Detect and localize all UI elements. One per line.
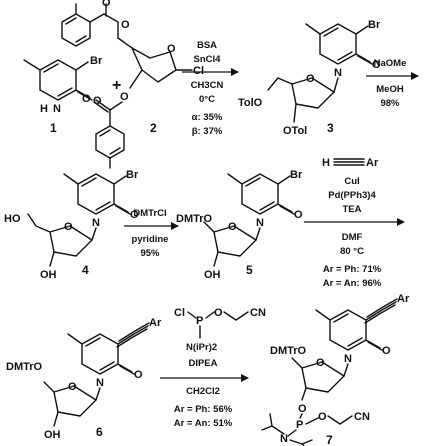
c6-ring-o: O bbox=[68, 381, 77, 393]
ring-oxygen-label: O bbox=[167, 43, 176, 55]
step5-condition-2: Ar = Ph: 56% bbox=[174, 404, 233, 415]
compound-4-label: 4 bbox=[82, 263, 89, 277]
step-4: H Ar CuI Pd(PPh3)4 TEA DMF 80 °C Ar = Ph… bbox=[304, 157, 405, 289]
step5-cl: Cl bbox=[174, 307, 185, 319]
step1-condition-3: α: 35% bbox=[192, 112, 223, 123]
c7-po-oxygen: O bbox=[318, 411, 327, 423]
c6-dmtro-label: DMTrO bbox=[6, 361, 43, 373]
step4-reagent-2: Pd(PPh3)4 bbox=[328, 190, 376, 201]
c5-bromine: Br bbox=[290, 169, 303, 181]
c4-ho-label: HO bbox=[4, 213, 21, 225]
step3-condition-1: pyridine bbox=[132, 234, 169, 245]
c7-dmtro-label: DMTrO bbox=[270, 345, 307, 357]
step4-condition-4: Ar = An: 96% bbox=[323, 278, 382, 289]
compound-6-label: 6 bbox=[96, 425, 103, 439]
c6-oh-label: OH bbox=[44, 429, 61, 441]
step1-condition-1: CH3CN bbox=[191, 80, 224, 91]
step5-o: O bbox=[214, 307, 223, 319]
compound-3-label: 3 bbox=[327, 121, 334, 135]
step1-reagent-1: BSA bbox=[197, 40, 217, 51]
nh-nitrogen-label: N bbox=[53, 103, 61, 115]
c7-phosphorus: P bbox=[296, 419, 303, 431]
c6-nitrogen: N bbox=[96, 377, 104, 389]
c5-oh-label: OH bbox=[204, 269, 221, 281]
ester-o-label-top: O bbox=[102, 0, 111, 9]
step1-condition-2: 0°C bbox=[199, 94, 215, 105]
nh-hydrogen-label: H bbox=[40, 103, 48, 115]
c4-carbonyl-o: O bbox=[130, 209, 139, 221]
step1-condition-4: β: 37% bbox=[192, 126, 223, 137]
compound-7-structure: Ar O N O DMTrO O P O CN N 7 bbox=[261, 293, 410, 446]
c6-carbonyl-o: O bbox=[134, 369, 143, 381]
step5-p: P bbox=[196, 315, 203, 327]
step4-condition-2: 80 °C bbox=[340, 246, 364, 257]
step2-condition-1: MeOH bbox=[376, 84, 404, 95]
c6-ar-label: Ar bbox=[149, 317, 162, 329]
step-2: NaOMe MeOH 98% bbox=[366, 58, 419, 109]
c3-tolo-label: TolO bbox=[238, 97, 263, 109]
c5-ring-o: O bbox=[228, 221, 237, 233]
compound-7-label: 7 bbox=[326, 433, 333, 446]
c4-bromine: Br bbox=[126, 169, 139, 181]
c3-otol-label: OTol bbox=[283, 125, 307, 137]
c7-ring-o: O bbox=[316, 357, 325, 369]
c3-ring-o: O bbox=[306, 73, 315, 85]
step5-condition-1: CH2Cl2 bbox=[186, 386, 220, 397]
c5-dmtro-label: DMTrO bbox=[176, 213, 213, 225]
step-5: Cl P O CN N(iPr)2 DIPEA CH2Cl2 Ar = Ph: … bbox=[160, 307, 266, 429]
c3-carbonyl-o: O bbox=[372, 59, 381, 71]
step3-condition-2: 95% bbox=[140, 248, 160, 259]
compound-3-structure: Br O N O TolO OTol 3 bbox=[238, 19, 381, 137]
ester-o-label-bottom: O bbox=[82, 93, 91, 105]
step-3: DMTrCl pyridine 95% bbox=[124, 208, 179, 259]
c5-carbonyl-o: O bbox=[294, 209, 303, 221]
c4-ring-o: O bbox=[64, 221, 73, 233]
ester-link-o-top: O bbox=[121, 19, 130, 31]
c7-ar-label: Ar bbox=[397, 293, 410, 305]
plus-sign: + bbox=[112, 77, 121, 94]
step2-condition-2: 98% bbox=[380, 98, 400, 109]
step5-amine: N(iPr)2 bbox=[186, 342, 217, 353]
c4-nitrogen: N bbox=[92, 217, 100, 229]
compound-6-structure: Ar O N O DMTrO OH 6 bbox=[6, 317, 162, 441]
step4-condition-3: Ar = Ph: 71% bbox=[323, 264, 382, 275]
step4-alkyne-ar: Ar bbox=[366, 157, 379, 169]
compound-1-structure: Br O N H 1 bbox=[23, 55, 103, 135]
c7-cn: CN bbox=[354, 411, 370, 423]
step2-reagent: NaOMe bbox=[374, 58, 407, 69]
compound-2-structure: O O O Cl O O 2 bbox=[61, 0, 204, 169]
step4-reagent-3: TEA bbox=[343, 204, 362, 215]
c3-nitrogen: N bbox=[334, 67, 342, 79]
c7-3o: O bbox=[298, 403, 307, 415]
step1-reagent-2: SnCl4 bbox=[194, 54, 222, 65]
c7-amine-n: N bbox=[280, 433, 288, 445]
chloride-label: Cl bbox=[193, 65, 204, 77]
c3-bromine: Br bbox=[368, 19, 381, 31]
bromine-label: Br bbox=[90, 55, 103, 67]
step4-reagent-1: CuI bbox=[344, 176, 359, 187]
compound-5-label: 5 bbox=[246, 263, 253, 277]
c4-oh-label: OH bbox=[40, 269, 57, 281]
ester-link-o-bottom: O bbox=[120, 91, 129, 103]
step3-reagent: DMTrCl bbox=[133, 208, 166, 219]
compound-5-structure: Br O N O DMTrO OH 5 bbox=[176, 169, 303, 281]
c7-carbonyl-o: O bbox=[382, 345, 391, 357]
compound-2-label: 2 bbox=[150, 121, 157, 135]
compound-4-structure: Br O N O HO OH 4 bbox=[4, 169, 139, 281]
step4-alkyne-h: H bbox=[322, 157, 330, 169]
c5-nitrogen: N bbox=[256, 217, 264, 229]
step5-cn: CN bbox=[250, 307, 266, 319]
step5-base: DIPEA bbox=[188, 358, 217, 369]
step-1: BSA SnCl4 CH3CN 0°C α: 35% β: 37% bbox=[182, 40, 239, 137]
compound-1-label: 1 bbox=[50, 121, 57, 135]
step4-condition-1: DMF bbox=[342, 232, 363, 243]
c7-nitrogen: N bbox=[344, 353, 352, 365]
step5-condition-3: Ar = An: 51% bbox=[174, 418, 233, 429]
